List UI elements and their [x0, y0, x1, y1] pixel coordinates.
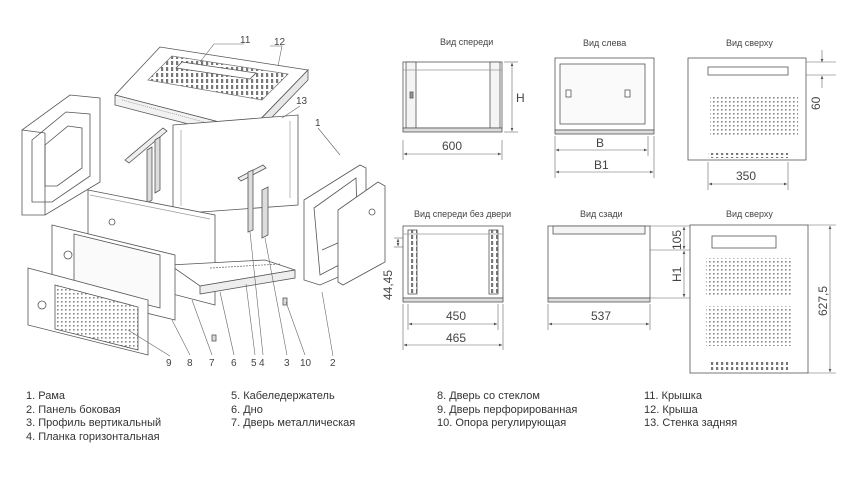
legend-item: 11. Крышка [644, 390, 702, 402]
legend-item: 2. Панель боковая [26, 403, 121, 416]
vertical-profiles [124, 127, 269, 239]
callout-12: 12 [274, 37, 286, 48]
callout-10: 10 [300, 358, 312, 369]
dim-537: 537 [591, 309, 611, 323]
legend-item: 13. Стенка задняя [644, 417, 738, 429]
back-wall-part [172, 114, 299, 215]
dim-b1: B1 [594, 158, 609, 172]
back-view: Вид сзади 105 H1 537 [547, 209, 690, 330]
left-view-title: Вид слева [583, 38, 626, 48]
dim-60: 60 [809, 96, 823, 110]
dim-627-5: 627,5 [816, 286, 830, 316]
legend-item: 4. Планка горизонтальная [26, 430, 160, 443]
left-frame-part [21, 94, 101, 216]
callout-2: 2 [330, 358, 336, 369]
dim-b: B [596, 136, 604, 150]
callout-11: 11 [240, 35, 251, 46]
side-panel-part [337, 181, 386, 286]
leader-lines [127, 43, 341, 357]
top-view-title: Вид сверху [726, 38, 773, 48]
base-part [168, 259, 296, 295]
legend-item: 7. Дверь металлическая [231, 417, 356, 429]
dim-450: 450 [446, 309, 466, 323]
legend-column-4: 11. Крышка 12. Крыша 13. Стенка задняя [644, 390, 737, 431]
legend-item: 8. Дверь со стеклом [437, 390, 540, 402]
legend-column-2: 5. Кабеледержатель 6. Дно 7. Дверь метал… [231, 390, 355, 431]
top-view-2-title: Вид сверху [726, 209, 773, 219]
callout-5: 5 [251, 358, 257, 369]
front-no-door-title: Вид спереди без двери [414, 209, 511, 219]
legend-column-1: 1. Рама 2. Панель боковая 3. Профиль вер… [26, 390, 161, 444]
callout-7: 7 [209, 358, 215, 369]
callout-3: 3 [284, 358, 290, 369]
top-view-2: Вид сверху 627,5 [689, 209, 836, 374]
left-view: Вид слева B B1 [554, 38, 655, 178]
legend-item: 1. Рама [26, 390, 65, 402]
dim-105: 105 [670, 230, 684, 250]
legend-column-3: 8. Дверь со стеклом 9. Дверь перфорирова… [437, 390, 577, 431]
front-view: Вид спереди 600 H [402, 37, 525, 160]
legend-item: 12. Крыша [644, 403, 698, 416]
dim-h1: H1 [670, 266, 684, 282]
exploded-view [21, 46, 386, 356]
callout-9: 9 [166, 358, 172, 369]
callouts: 11 12 13 1 9 8 7 6 5 4 3 10 2 [166, 35, 336, 369]
callout-13: 13 [296, 96, 308, 107]
dim-600: 600 [442, 139, 462, 153]
front-no-door-view: Вид спереди без двери 44,45 450 465 [381, 209, 511, 350]
legend-item: 9. Дверь перфорированная [437, 403, 578, 416]
dim-h: H [516, 91, 525, 105]
top-view: Вид сверху 60 350 [687, 38, 836, 190]
dim-44-45: 44,45 [381, 270, 395, 300]
legend-item: 5. Кабеледержатель [231, 390, 335, 402]
front-view-title: Вид спереди [440, 37, 493, 47]
back-view-title: Вид сзади [580, 209, 623, 219]
callout-4: 4 [259, 358, 265, 369]
callout-6: 6 [231, 358, 237, 369]
callout-8: 8 [187, 358, 193, 369]
callout-1: 1 [315, 118, 321, 129]
legend-item: 10. Опора регулирующая [437, 417, 567, 429]
dim-465: 465 [446, 331, 466, 345]
dim-350: 350 [736, 169, 756, 183]
foot-part [211, 297, 288, 342]
legend-item: 3. Профиль вертикальный [26, 417, 162, 429]
perforated-door-part [27, 267, 149, 356]
legend-item: 6. Дно [231, 403, 263, 416]
